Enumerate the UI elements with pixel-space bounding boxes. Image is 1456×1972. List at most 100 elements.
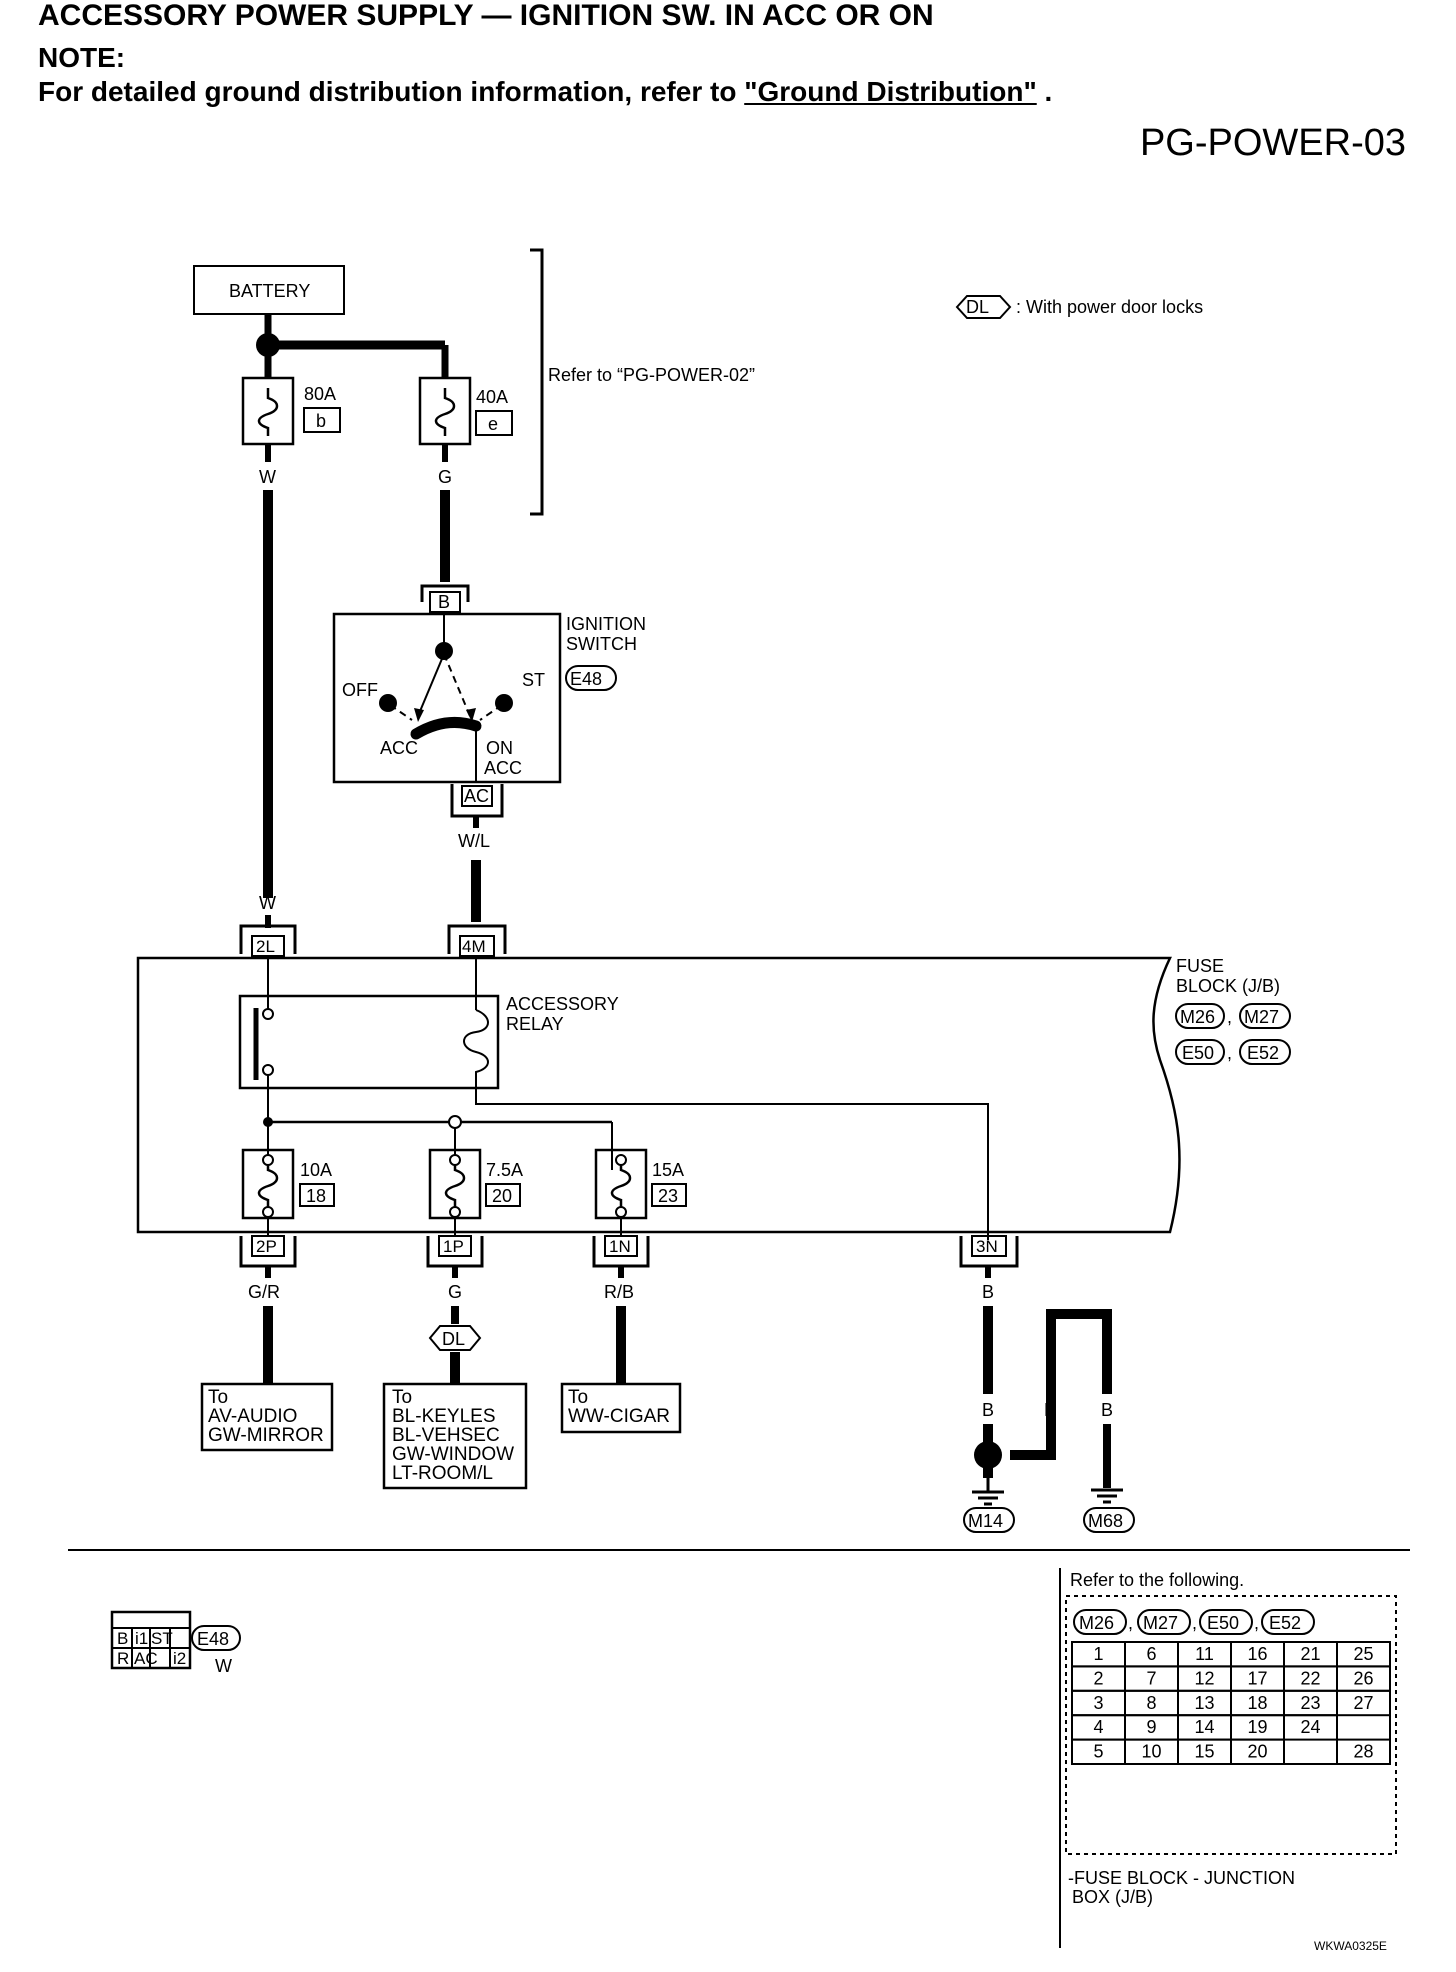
ground-distribution-link[interactable]: "Ground Distribution" [744, 76, 1037, 107]
cv-cell-ac: AC [134, 1649, 158, 1668]
cv-cell-i2: i2 [173, 1649, 186, 1668]
dest-box-ww-cigar [560, 1382, 682, 1434]
fusible-link-80a-rating: 80A [304, 384, 336, 404]
pin-number: 16 [1247, 1644, 1267, 1664]
refer-connector-e50: E50 [1207, 1613, 1239, 1633]
pin-number: 15 [1194, 1742, 1214, 1762]
fb-connector-e52: E52 [1247, 1043, 1279, 1063]
note-body: For detailed ground distribution informa… [38, 76, 745, 107]
pin-number: 12 [1194, 1668, 1214, 1688]
fb-connector-e50: E50 [1182, 1043, 1214, 1063]
pin-number: 13 [1194, 1693, 1214, 1713]
ign-terminal-b: B [438, 592, 450, 612]
pin-number: 6 [1146, 1644, 1156, 1664]
fusible-link-40a-id: e [488, 414, 498, 434]
refer-comma-3: , [1254, 1613, 1259, 1633]
wire-40a-color: G [438, 467, 452, 487]
fb-connector-m27: M27 [1244, 1007, 1279, 1027]
pin-number: 26 [1353, 1668, 1373, 1688]
refer-box [1065, 1595, 1397, 1855]
ground-m68-wire: B [1101, 1400, 1113, 1420]
pin-number: 4 [1093, 1717, 1103, 1737]
fuse-20-rating: 7.5A [486, 1160, 523, 1180]
cv-cell-i1: i1 [135, 1629, 148, 1648]
diagram-code: PG-POWER-03 [1139, 122, 1406, 164]
cv-cell-st: ST [151, 1629, 173, 1648]
cv-connector-e48: E48 [197, 1629, 229, 1649]
terminal-4m: 4M [462, 937, 486, 956]
wire-2l-color: W [259, 893, 276, 913]
ign-pos-on1: ON [486, 738, 513, 758]
fuse-23-rating: 15A [652, 1160, 684, 1180]
terminal-1p: 1P [443, 1237, 464, 1256]
pin-number: 2 [1093, 1668, 1103, 1688]
cv-color: W [215, 1656, 232, 1676]
refer-bracket [530, 248, 544, 516]
pin-number: 23 [1300, 1693, 1320, 1713]
refer-connector-e52: E52 [1269, 1613, 1301, 1633]
page-title: ACCESSORY POWER SUPPLY — IGNITION SW. IN… [38, 0, 934, 32]
fuse-block-title-1: FUSE [1176, 956, 1224, 976]
accessory-relay-box [238, 994, 500, 1090]
pin-cell [1230, 1738, 1285, 1765]
pin-number: 27 [1353, 1693, 1373, 1713]
dest-3-line-1: WW-CIGAR [568, 1406, 670, 1427]
ign-pos-on2: ACC [484, 758, 522, 778]
pin-number: 7 [1146, 1668, 1156, 1688]
pin-number: 10 [1141, 1742, 1161, 1762]
fusible-link-80a-id: b [316, 411, 326, 431]
refer-title: Refer to the following. [1070, 1570, 1244, 1590]
fb-connector-m26: M26 [1180, 1007, 1215, 1027]
fuse-block-title-2: BLOCK (J/B) [1176, 976, 1280, 996]
dest-1-line-2: GW-MIRROR [208, 1425, 324, 1446]
pin-number: 25 [1353, 1644, 1373, 1664]
dest-3-line-0: To [568, 1387, 588, 1408]
wire-1n-color: R/B [604, 1282, 634, 1302]
pin-number: 1 [1093, 1644, 1103, 1664]
wire-wl-color: W/L [458, 831, 490, 851]
terminal-3n: 3N [976, 1237, 998, 1256]
pin-number: 11 [1195, 1644, 1214, 1664]
refer-comma-1: , [1128, 1613, 1133, 1633]
ground-m14-wire-2: B [1044, 1400, 1056, 1420]
dest-1-line-0: To [208, 1387, 228, 1408]
dest-2-line-0: To [392, 1387, 412, 1408]
dest-2-line-3: GW-WINDOW [392, 1444, 514, 1465]
fuse-block-outline [136, 956, 1181, 1234]
cv-cell-b: B [117, 1629, 128, 1648]
wire-2p-color: G/R [248, 1282, 280, 1302]
terminal-2p: 2P [256, 1237, 277, 1256]
dl-symbol-shape [428, 1325, 482, 1351]
wire-80a-color: W [259, 467, 276, 487]
fuse-20-number: 20 [492, 1186, 512, 1206]
pin-number: 3 [1093, 1693, 1103, 1713]
refer-caption-2: BOX (J/B) [1072, 1887, 1153, 1907]
terminal-2l: 2L [256, 937, 275, 956]
ign-title-2: SWITCH [566, 634, 637, 654]
refer-power02-label: Refer to “PG-POWER-02” [548, 365, 755, 385]
pin-number: 17 [1247, 1668, 1267, 1688]
ign-pos-off: OFF [342, 680, 378, 700]
note-text: For detailed ground distribution informa… [38, 76, 1052, 108]
ground-m14-wire: B [982, 1400, 994, 1420]
pin-number: 5 [1093, 1742, 1103, 1762]
dl-symbol-label: DL [442, 1329, 465, 1349]
fuse-23-number: 23 [658, 1186, 678, 1206]
refer-comma-2: , [1192, 1613, 1197, 1633]
pin-number: 19 [1247, 1717, 1267, 1737]
pin-number: 24 [1300, 1717, 1320, 1737]
ign-title-1: IGNITION [566, 614, 646, 634]
terminal-1n: 1N [609, 1237, 631, 1256]
dest-box-av-audio [200, 1382, 334, 1452]
dest-2-line-2: BL-VEHSEC [392, 1425, 500, 1446]
refer-caption-1: -FUSE BLOCK - JUNCTION [1068, 1868, 1295, 1888]
footer-code: WKWA0325E [1314, 1939, 1387, 1953]
note-label: NOTE: [38, 42, 126, 73]
wire-3n-color: B [982, 1282, 994, 1302]
pin-cell [1336, 1738, 1391, 1765]
ign-pos-st: ST [522, 670, 545, 690]
pin-number: 18 [1247, 1693, 1267, 1713]
relay-title-1: ACCESSORY [506, 994, 619, 1014]
relay-title-2: RELAY [506, 1014, 564, 1034]
